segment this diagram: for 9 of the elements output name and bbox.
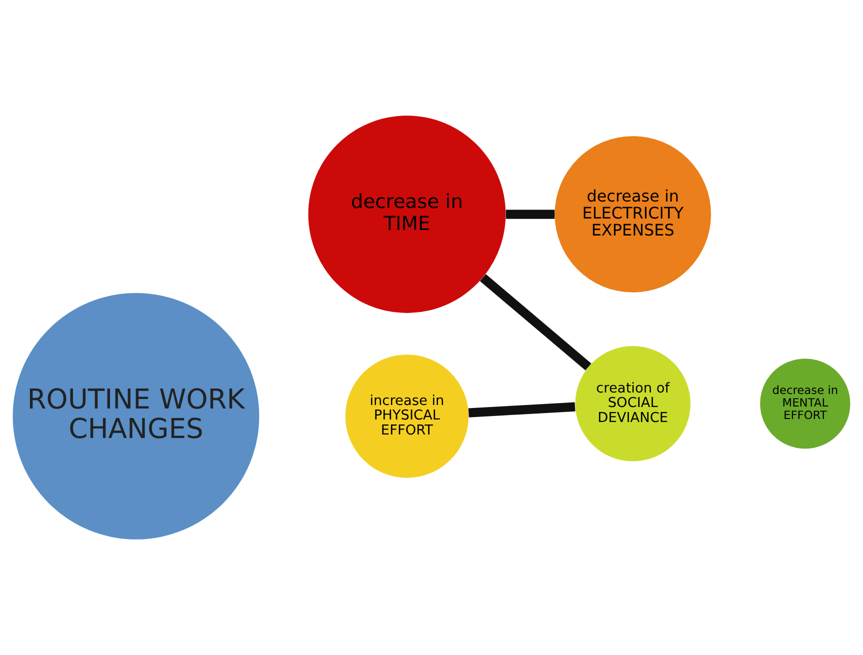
- connector: [468, 402, 576, 418]
- node-circle: decrease in ELECTRICITY EXPENSES: [554, 136, 712, 292]
- connector: [506, 210, 555, 219]
- node-circle: decrease in TIME: [308, 116, 506, 313]
- node-circle: ROUTINE WORK CHANGES: [12, 292, 260, 540]
- node-circle: increase in PHYSICAL EFFORT: [345, 354, 469, 478]
- node-circle: decrease in MENTAL EFFORT: [760, 358, 850, 449]
- connector: [480, 274, 592, 370]
- node-circle: creation of SOCIAL DEVIANCE: [575, 346, 690, 462]
